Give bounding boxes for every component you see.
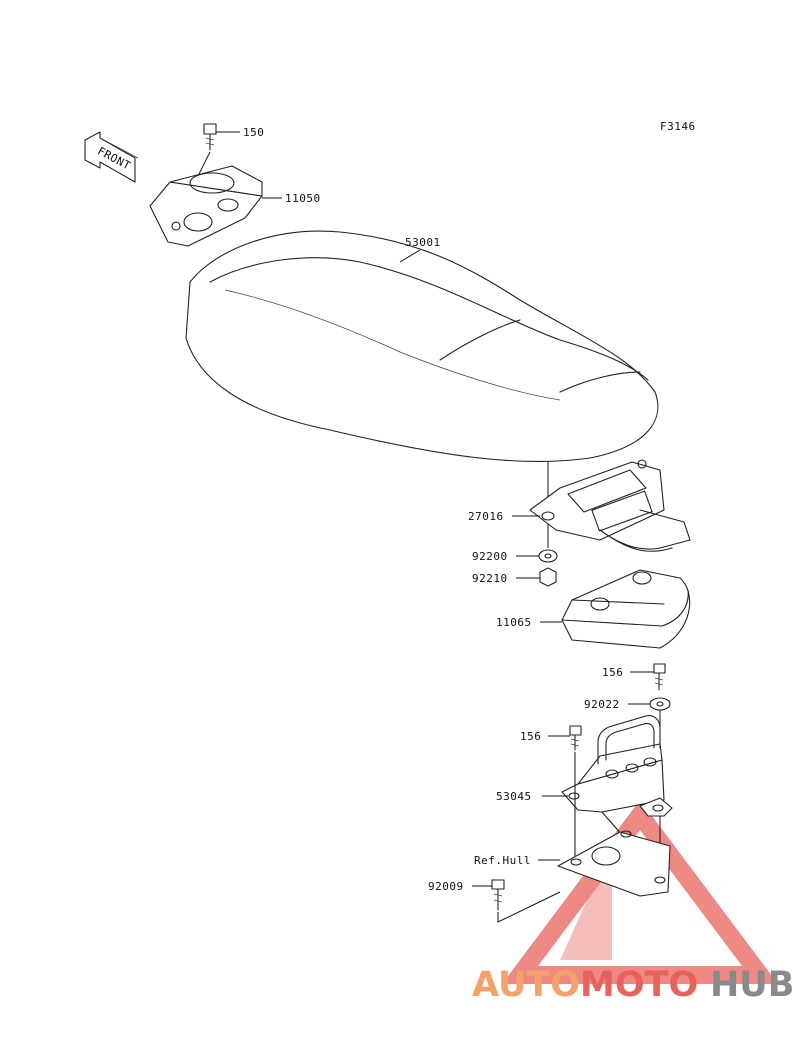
label-ref-hull: Ref.Hull <box>474 854 531 867</box>
label-156-lower: 156 <box>520 730 541 743</box>
bracket-11050 <box>149 165 282 247</box>
nut-92210 <box>516 567 557 587</box>
screw-92009 <box>472 879 561 923</box>
seat-53001 <box>185 230 659 463</box>
washer-92022 <box>628 697 671 711</box>
bracket-53045 <box>542 715 673 817</box>
washer-92200 <box>516 549 558 563</box>
watermark-hub: HUB <box>710 965 794 1005</box>
latch-27016 <box>512 459 691 552</box>
hull-plate <box>538 830 671 897</box>
label-92022: 92022 <box>584 698 620 711</box>
label-92210: 92210 <box>472 572 508 585</box>
bolt-150 <box>203 123 240 151</box>
label-53045: 53045 <box>496 790 532 803</box>
label-92200: 92200 <box>472 550 508 563</box>
label-53001: 53001 <box>405 236 441 249</box>
label-27016: 27016 <box>468 510 504 523</box>
bolt-156-upper <box>630 663 666 691</box>
figure-code: F3146 <box>660 120 696 133</box>
label-150: 150 <box>243 126 264 139</box>
label-11050: 11050 <box>285 192 321 205</box>
cover-11065 <box>540 569 691 649</box>
label-92009: 92009 <box>428 880 464 893</box>
label-11065: 11065 <box>496 616 532 629</box>
label-156-upper: 156 <box>602 666 623 679</box>
front-arrow-icon: FRONT <box>84 131 139 183</box>
bolt-156-lower <box>548 725 582 751</box>
watermark-logo: AUTO MOTO HUB <box>472 965 794 1005</box>
watermark-moto: MOTO <box>580 965 698 1005</box>
watermark-auto: AUTO <box>472 965 580 1005</box>
